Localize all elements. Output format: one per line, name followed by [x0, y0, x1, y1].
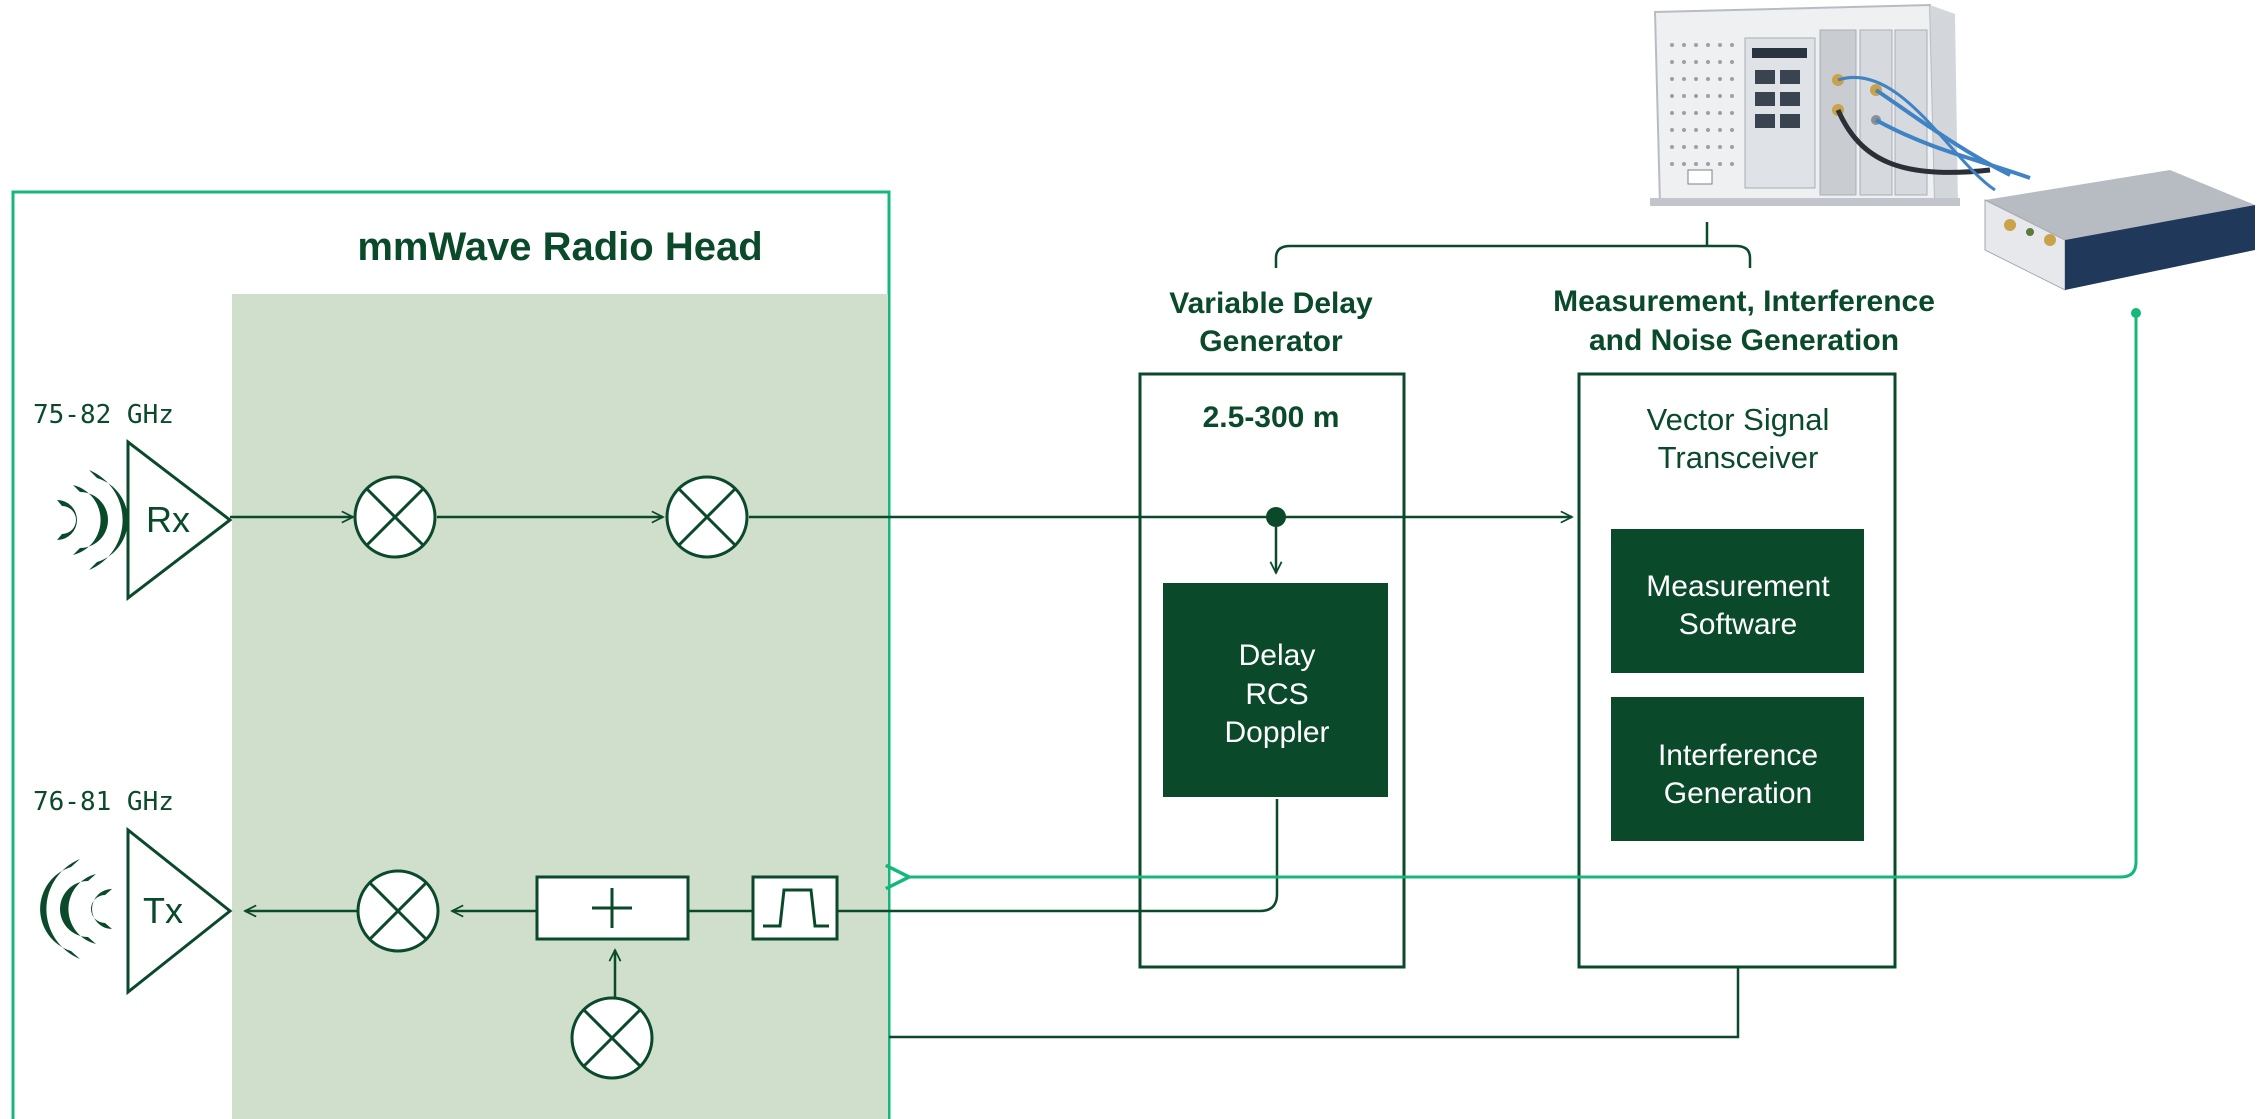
measurement-line-1: Measurement: [1646, 570, 1830, 603]
delay-generator-heading-2: Generator: [1199, 325, 1343, 358]
delay-block-line-1: Delay: [1239, 639, 1316, 672]
rx-antenna-icon: [57, 470, 128, 570]
vst-heading-2: and Noise Generation: [1589, 324, 1899, 357]
interference-line-2: Generation: [1664, 777, 1812, 810]
rx-mixer-2: [665, 475, 749, 559]
tx-amplifier: [126, 826, 233, 996]
interference-generation-block: [1611, 697, 1864, 841]
delay-block: [1163, 583, 1388, 797]
tx-mixer: [356, 869, 440, 953]
tx-band-label: 76-81 GHz: [33, 787, 174, 817]
rx-band-label: 75-82 GHz: [33, 400, 174, 430]
interference-line-1: Interference: [1658, 739, 1818, 772]
vst-title-2: Transceiver: [1658, 440, 1819, 475]
control-signal-path: [908, 308, 2141, 877]
rx-amplifier: [126, 438, 233, 602]
pulse-block: [751, 875, 839, 941]
delay-block-line-3: Doppler: [1224, 716, 1329, 749]
measurement-software-block: [1611, 529, 1864, 673]
delay-range-label: 2.5-300 m: [1203, 401, 1340, 434]
delay-block-line-2: RCS: [1245, 678, 1308, 711]
rx-mixer-1: [353, 475, 437, 559]
radio-head-frame: [11, 190, 891, 1119]
vst-heading-1: Measurement, Interference: [1553, 285, 1935, 318]
lo-mixer: [570, 996, 654, 1080]
radio-head-title: mmWave Radio Head: [357, 225, 762, 269]
pxi-instrument-illustration: [1650, 3, 2255, 291]
tx-antenna-icon: [40, 859, 112, 959]
delay-generator-box: [1138, 372, 1406, 969]
tap-node: [1266, 507, 1286, 527]
measurement-line-2: Software: [1679, 608, 1797, 641]
instrument-bracket: [1274, 222, 1752, 268]
tx-amplifier-label: Tx: [143, 890, 183, 931]
vst-title-1: Vector Signal: [1647, 402, 1830, 437]
vst-feedback-line: [889, 967, 1740, 1039]
delay-generator-heading-1: Variable Delay: [1169, 287, 1373, 320]
summer-block: [535, 875, 690, 941]
radio-head-panel: [232, 294, 888, 1119]
rx-amplifier-label: Rx: [146, 499, 190, 540]
